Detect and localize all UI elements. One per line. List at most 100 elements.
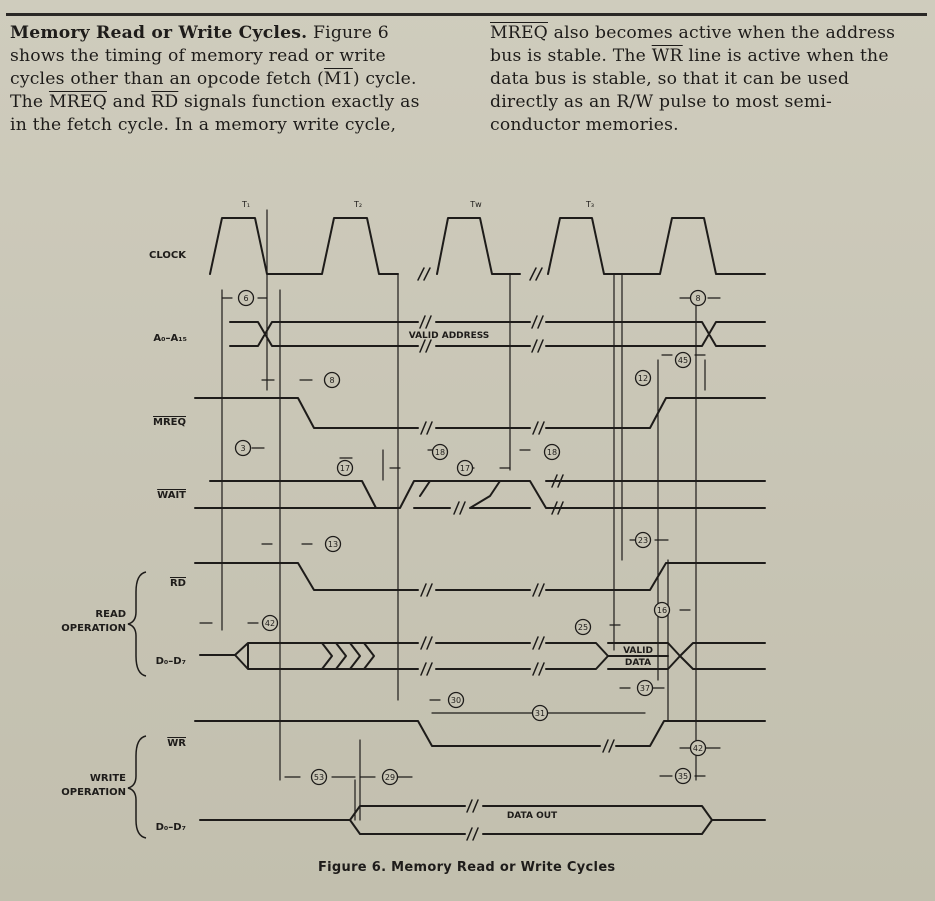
timing-tag-label: 30	[451, 696, 461, 705]
section-heading: Memory Read or Write Cycles.	[10, 23, 308, 43]
timing-diagram: 6 8 8 3 17 18 17 18 12 45 13 23 16 42 25…	[0, 180, 935, 901]
paragraph-line: conductor memories.	[490, 115, 679, 135]
timing-tag-label: 17	[340, 464, 350, 473]
timing-tag	[234, 439, 252, 457]
paragraph-line: cycles other than an opcode fetch (M1) c…	[10, 68, 460, 91]
break-mark	[419, 315, 544, 353]
data-out-label: DATA OUT	[507, 811, 558, 821]
clock-waveform	[209, 217, 766, 275]
paragraph-line: data bus is stable, so that it can be us…	[490, 69, 850, 89]
break-mark	[420, 421, 545, 435]
state-label-t1: T₁	[241, 200, 250, 209]
timing-tag	[674, 767, 692, 785]
timing-tag	[689, 739, 707, 757]
text-column-left: Memory Read or Write Cycles. Figure 6 sh…	[10, 22, 460, 137]
timing-tag	[634, 531, 652, 549]
text-span: line is active when the	[682, 46, 889, 66]
text-span: also becomes active when the address	[547, 23, 896, 43]
valid-data-label-line2: DATA	[625, 658, 651, 668]
text-column-right: MREQ also becomes active when the addres…	[490, 22, 930, 137]
timing-tag	[237, 289, 255, 307]
timing-tag	[310, 768, 328, 786]
valid-address-label: VALID ADDRESS	[409, 331, 490, 341]
timing-tag	[636, 679, 654, 697]
paragraph-line: bus is stable. The WR line is active whe…	[490, 45, 930, 68]
overlined-signal: M1	[323, 69, 353, 89]
state-label-t2: T₂	[353, 200, 362, 209]
timing-tag	[674, 351, 692, 369]
timing-tag-label: 35	[678, 772, 688, 781]
timing-reference-line	[221, 209, 706, 821]
state-label-t3: T₃	[585, 200, 594, 209]
timing-tag-label: 3	[240, 444, 245, 453]
figure-caption: Figure 6. Memory Read or Write Cycles	[318, 860, 616, 875]
valid-data-label-line1: VALID	[623, 646, 653, 656]
signal-label-address: A₀–A₁₅	[153, 333, 187, 344]
timing-tag	[689, 289, 707, 307]
timing-tag	[574, 618, 592, 636]
timing-tag-label: 25	[578, 623, 588, 632]
overlined-signal: RD	[151, 92, 179, 112]
timing-diagram-svg: 6 8 8 3 17 18 17 18 12 45 13 23 16 42 25…	[61, 200, 766, 841]
text-span: ) cycle.	[352, 69, 417, 89]
signal-label-clock: CLOCK	[149, 250, 187, 261]
paragraph-line: MREQ also becomes active when the addres…	[490, 22, 930, 45]
text-span: The	[10, 92, 49, 112]
timing-tag	[336, 459, 354, 477]
timing-tag	[456, 459, 474, 477]
group-label-write-line1: WRITE	[90, 773, 126, 784]
break-mark	[417, 267, 543, 281]
overlined-signal: MREQ	[48, 92, 107, 112]
timing-tag-label: 12	[638, 374, 648, 383]
timing-tag-label: 18	[547, 448, 557, 457]
group-label-read-line1: READ	[95, 609, 126, 620]
text-span: signals function exactly as	[178, 92, 420, 112]
signal-label-wr: WR	[167, 738, 186, 749]
timing-tag	[634, 369, 652, 387]
timing-tag	[324, 535, 342, 553]
wr-waveform	[194, 720, 766, 747]
timing-tag-label: 23	[638, 536, 648, 545]
signal-label-wait: WAIT	[157, 490, 186, 501]
signal-label-data-write: D₀–D₇	[156, 822, 186, 833]
timing-tag-label: 6	[243, 294, 248, 303]
timing-tag-label: 29	[385, 773, 395, 782]
timing-tag-label: 37	[640, 684, 650, 693]
signal-label-data-read: D₀–D₇	[156, 656, 186, 667]
timing-tag	[381, 768, 399, 786]
timing-tag	[261, 614, 279, 632]
write-data-bus-waveform	[199, 805, 766, 835]
timing-tag	[531, 704, 549, 722]
signal-label-mreq: MREQ	[153, 417, 186, 428]
text-span: bus is stable. The	[490, 46, 652, 66]
wait-waveform	[194, 480, 766, 509]
address-bus-waveform	[229, 321, 766, 347]
break-mark	[466, 799, 479, 841]
paragraph-line: directly as an R/W pulse to most semi-	[490, 92, 833, 112]
read-data-bus-waveform	[199, 642, 766, 670]
paragraph-line: The MREQ and RD signals function exactly…	[10, 91, 460, 114]
break-mark	[420, 583, 545, 597]
hatched-undefined-data	[317, 642, 375, 670]
group-label-read-line2: OPERATION	[61, 623, 126, 634]
timing-tag-label: 8	[695, 294, 700, 303]
paragraph-line: Memory Read or Write Cycles. Figure 6	[10, 22, 460, 45]
break-mark	[453, 474, 564, 515]
text-span: and	[106, 92, 152, 112]
state-label-tw: Tᴡ	[469, 200, 482, 209]
timing-tag	[431, 443, 449, 461]
write-group-brace	[127, 735, 147, 839]
top-rule	[6, 13, 927, 16]
timing-tag-label: 42	[265, 619, 275, 628]
timing-tag-label: 53	[314, 773, 324, 782]
text-span: cycles other than an opcode fetch (	[10, 69, 324, 89]
break-mark	[420, 636, 545, 676]
timing-tag-label: 45	[678, 356, 688, 365]
overlined-signal: MREQ	[490, 23, 548, 43]
timing-tag-label: 13	[328, 540, 338, 549]
signal-label-rd: RD	[170, 578, 186, 589]
timing-tag-label: 31	[535, 709, 545, 718]
paragraph-line: in the fetch cycle. In a memory write cy…	[10, 115, 397, 135]
timing-tag-label: 18	[435, 448, 445, 457]
